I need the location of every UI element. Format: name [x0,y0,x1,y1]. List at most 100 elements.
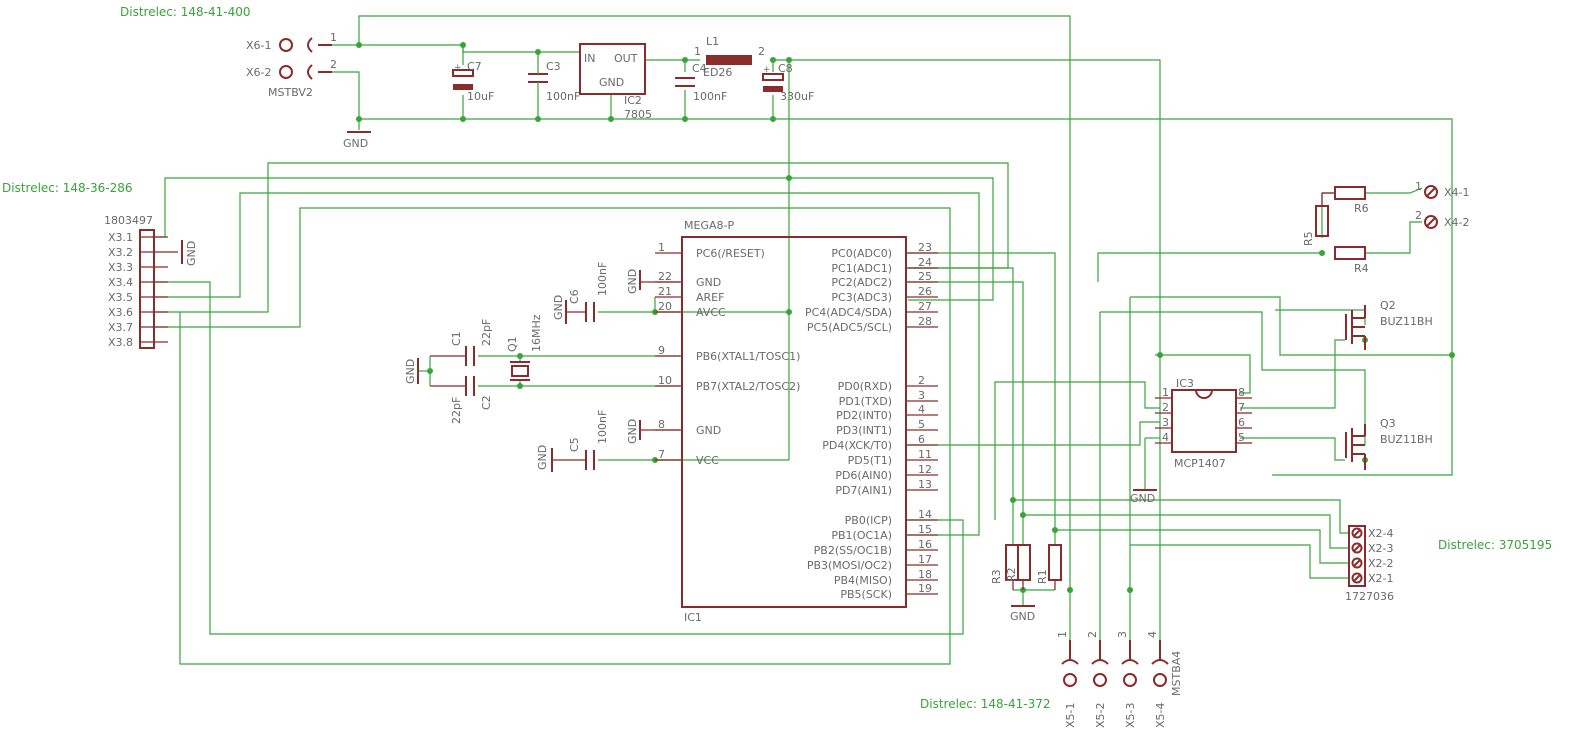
mcu-left-pin-name: PB7(XTAL2/TOSC2) [696,380,800,393]
x5-4-label: X5-4 [1154,702,1167,728]
x2-4-label: X2-4 [1368,527,1394,540]
driver-ic3: IC3 MCP1407 1 2 3 4 8 7 6 5 GND [1130,377,1252,505]
x6-2-label: X6-2 [246,66,272,79]
c3-name: C3 [546,60,561,73]
gnd-label-8: GND [626,419,639,444]
ic2-gnd: GND [599,76,624,89]
x3-8: X3.8 [108,336,133,349]
x6-part: MSTBV2 [268,86,313,99]
c3-value: 100nF [546,90,580,103]
l1-pin1: 1 [694,45,701,58]
mcu-right-pin-num: 4 [918,403,925,416]
mcu-right-pin-name: PD2(INT0) [836,409,892,422]
mcu-left-pin-num: 9 [658,344,665,357]
svg-text:+: + [454,63,462,73]
mcu-right-pin-num: 3 [918,389,925,402]
ic3-gnd: GND [1130,492,1155,505]
x5-1-label: X5-1 [1064,702,1077,728]
x2-3-label: X2-3 [1368,542,1394,555]
mosfet-q3: Q3 BUZ11BH [1345,417,1433,470]
r2-name: R2 [1005,567,1018,582]
x3-4: X3.4 [108,276,133,289]
mcu-gnd-22: GND [626,269,680,294]
cap-c3: C3 100nF [528,60,580,103]
mcu-right-pin-name: PB2(SS/OC1B) [814,544,892,557]
gnd-label-22: GND [626,269,639,294]
c6-value: 100nF [596,262,609,296]
mcu-right-pin-num: 24 [918,256,932,269]
cap-c6: GND C6 100nF [552,262,609,324]
x4-2-label: X4-2 [1444,216,1470,229]
mcu-left-pin-name: AVCC [696,306,726,319]
wires [152,15,1453,665]
mcu-right-pin-name: PC0(ADC0) [831,247,892,260]
mcu-right-pin-num: 6 [918,433,925,446]
x6-pin2-num: 2 [330,58,337,71]
x2-2-label: X2-2 [1368,557,1394,570]
mcu-right-pin-num: 28 [918,315,932,328]
ic3-pin2: 2 [1162,401,1169,414]
c1-value: 22pF [480,319,493,346]
ic3-pin7: 7 [1238,401,1245,414]
c7-name: C7 [467,60,482,73]
x5-3-label: X5-3 [1124,702,1137,728]
x4-pin2: 2 [1415,209,1422,222]
c4-name: C4 [692,62,707,75]
c7-value: 10uF [467,90,494,103]
ic3-pin6: 6 [1238,416,1245,429]
note-3705195: Distrelec: 3705195 [1438,538,1552,552]
mcu-right-pin-name: PC5(ADC5/SCL) [807,321,892,334]
mcu-left-pin-num: 1 [658,241,665,254]
gnd-symbol-top: GND [343,131,371,150]
cap-c8: + C8 330uF [762,62,814,103]
c5-name: C5 [568,437,581,452]
junctions [356,42,1455,593]
mcu-right-pin-num: 17 [918,553,932,566]
x3-pins [140,236,168,343]
q1-value: 16MHz [530,314,543,352]
x5-num1: 1 [1056,631,1069,638]
l1-pin2: 2 [758,45,765,58]
connector-x4: 1 2 X4-1 X4-2 [1415,180,1470,229]
ic3-pin8: 8 [1238,386,1245,399]
x3-1: X3.1 [108,231,133,244]
q2-name: Q2 [1380,299,1396,312]
mcu-right-pin-name: PB4(MISO) [834,574,892,587]
mcu-right-pin-name: PD6(AIN0) [835,469,892,482]
mcu-right-pin-name: PC1(ADC1) [831,262,892,275]
mcu-right-pin-num: 14 [918,508,932,521]
c2-value: 22pF [450,397,463,424]
r3-name: R3 [990,569,1003,584]
x5-part: MSTBA4 [1170,651,1183,696]
mcu-left-pin-name: GND [696,424,721,437]
ic2-out: OUT [614,52,638,65]
c8-name: C8 [778,62,793,75]
mcu-right-pin-name: PD0(RXD) [838,380,892,393]
ic2-part: 7805 [624,108,652,121]
mcu-right-pin-name: PB1(OC1A) [831,529,892,542]
ic3-pin5: 5 [1238,431,1245,444]
connector-x6: X6-1 X6-2 1 2 MSTBV2 [246,31,337,99]
c5-value: 100nF [596,410,609,444]
r1-name: R1 [1036,569,1049,584]
inductor-l1: L1 ED26 1 2 [694,35,765,79]
note-148-36-286: Distrelec: 148-36-286 [2,181,133,195]
r-gnd: GND [1010,610,1035,623]
mcu-name: IC1 [684,611,702,624]
r5-name: R5 [1302,231,1315,246]
mcu-left-pin-num: 22 [658,270,672,283]
c4-value: 100nF [693,90,727,103]
x2-1-label: X2-1 [1368,572,1394,585]
mcu-left-pin-name: GND [696,276,721,289]
mcu-right-pin-num: 13 [918,478,932,491]
l1-part: ED26 [703,66,732,79]
note-148-41-400: Distrelec: 148-41-400 [120,5,251,19]
ic2-in: IN [584,52,595,65]
mcu-left-pin-name: PC6(/RESET) [696,247,765,260]
mcu-right-pin-num: 2 [918,374,925,387]
cap-c4: C4 100nF [675,62,727,103]
mcu-left-pin-name: PB6(XTAL1/TOSC1) [696,350,800,363]
mcu-left-pin-name: VCC [696,454,719,467]
